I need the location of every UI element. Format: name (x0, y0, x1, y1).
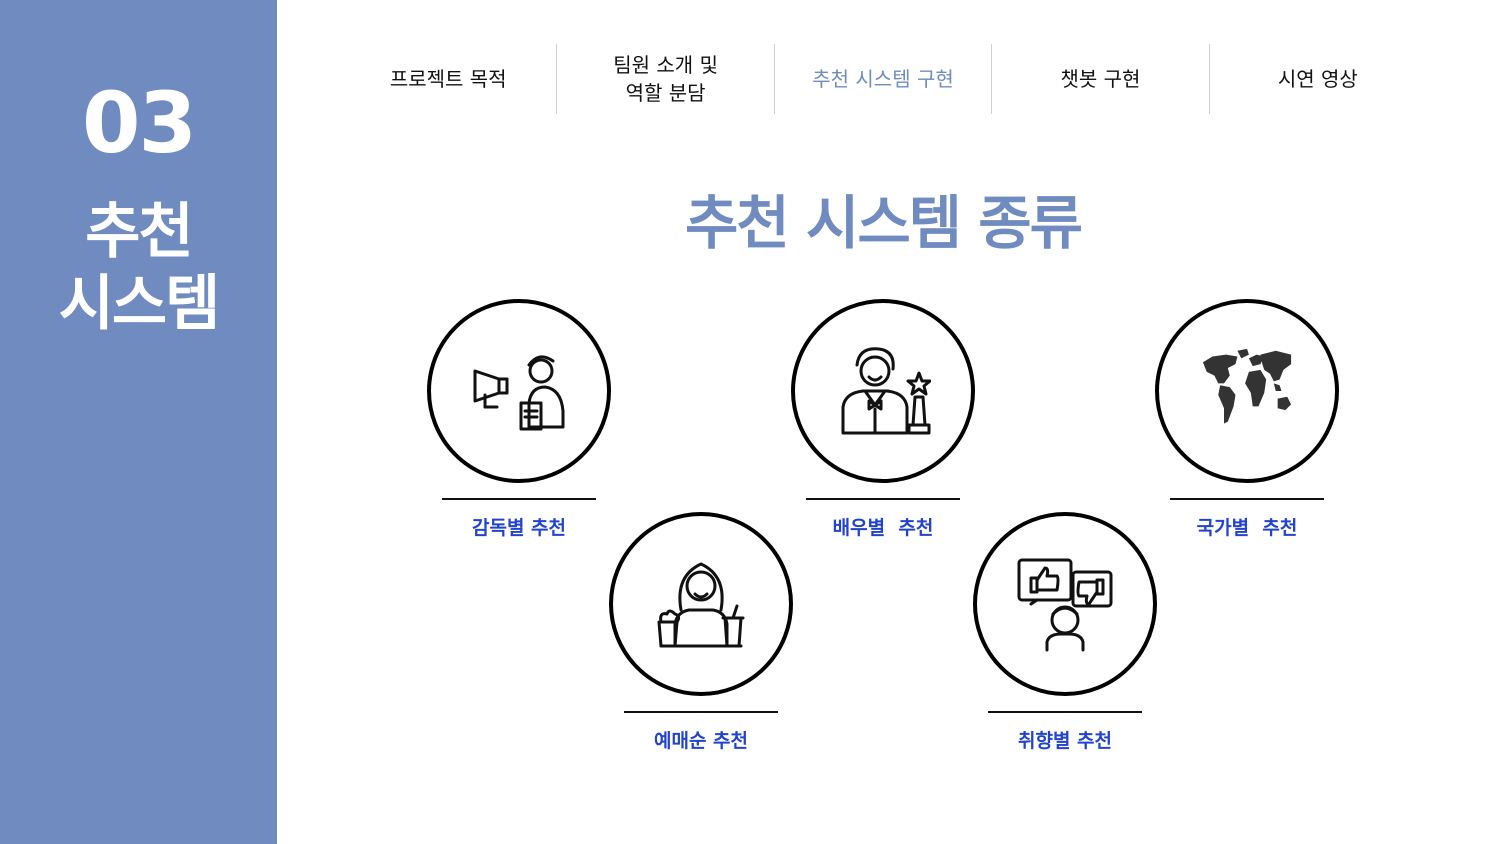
card-label: 배우별 추천 (832, 517, 934, 539)
world-map-icon (1202, 348, 1292, 424)
card-label: 취향별 추천 (1017, 730, 1112, 752)
card-country[interactable]: 국가별 추천 (1155, 299, 1339, 539)
actor-award-icon (841, 347, 931, 435)
section-title: 추천 시스템 (0, 196, 277, 340)
card-circle (609, 512, 793, 696)
card-divider (806, 498, 960, 500)
card-circle (1155, 299, 1339, 483)
card-label: 국가별 추천 (1196, 517, 1298, 539)
nav-item-purpose[interactable]: 프로젝트 목적 (389, 67, 507, 91)
card-circle (427, 299, 611, 483)
cinema-popcorn-icon (657, 562, 745, 648)
card-divider (988, 711, 1142, 713)
card-label: 예매순 추천 (653, 730, 748, 752)
nav-item-demo-video[interactable]: 시연 영상 (1208, 44, 1426, 114)
card-divider (624, 711, 778, 713)
card-box-office[interactable]: 예매순 추천 (609, 512, 793, 752)
director-megaphone-icon (473, 355, 565, 431)
card-actor[interactable]: 배우별 추천 (791, 299, 975, 539)
card-divider (442, 498, 596, 500)
section-sidebar: 03 추천 시스템 (0, 0, 277, 844)
section-title-line1: 추천 (85, 197, 193, 267)
thumbs-preference-icon (1017, 558, 1113, 652)
nav-item-team[interactable]: 팀원 소개 및 역할 분담 (556, 44, 773, 114)
card-circle (973, 512, 1157, 696)
card-label: 감독별 추천 (471, 517, 566, 539)
top-navigation: 프로젝트 목적 팀원 소개 및 역할 분담 추천 시스템 구현 챗봇 구현 시연… (340, 44, 1426, 114)
card-taste[interactable]: 취향별 추천 (973, 512, 1157, 752)
section-title-line2: 시스템 (58, 269, 221, 339)
nav-item-recommender[interactable]: 추천 시스템 구현 (773, 44, 991, 114)
nav-item-chatbot[interactable]: 챗봇 구현 (991, 44, 1208, 114)
page-title: 추천 시스템 종류 (685, 189, 1083, 257)
card-director[interactable]: 감독별 추천 (427, 299, 611, 539)
section-number: 03 (82, 74, 197, 172)
card-divider (1170, 498, 1324, 500)
